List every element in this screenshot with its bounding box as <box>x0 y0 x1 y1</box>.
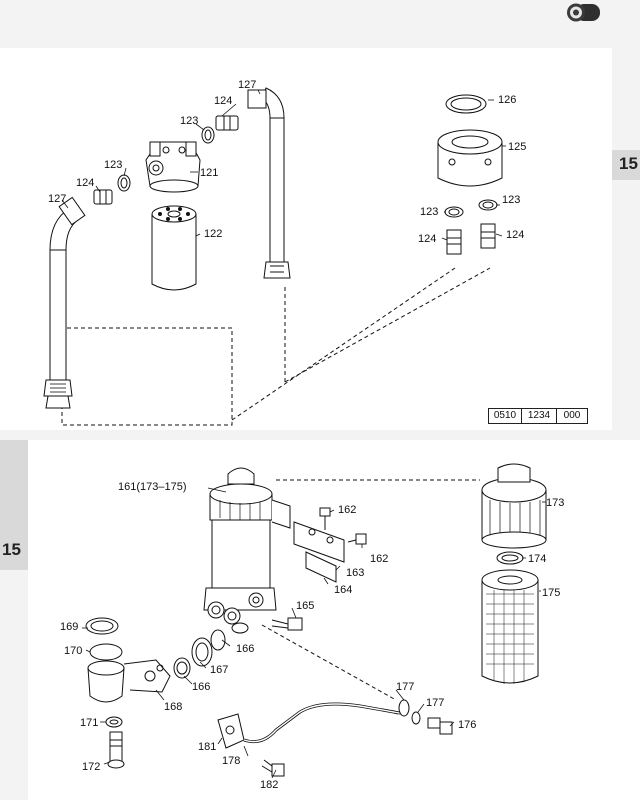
section-tab-top-label: 15 <box>619 154 638 173</box>
callout-124-left: 124 <box>76 177 94 189</box>
ref-part-2: 1234 <box>521 409 556 423</box>
filter-housing-161 <box>203 467 291 634</box>
ref-part-1: 0510 <box>493 410 517 421</box>
callout-163: 163 <box>346 567 364 579</box>
callout-167: 167 <box>210 664 228 676</box>
drain-bowl-168 <box>85 617 171 769</box>
callout-127-top: 127 <box>238 79 256 91</box>
upper-callouts: 127 124 123 123 124 127 121 122 126 125 … <box>48 79 526 245</box>
callout-126: 126 <box>498 94 516 106</box>
callout-166-left: 166 <box>192 681 210 693</box>
callout-168: 168 <box>164 701 182 713</box>
callout-175: 175 <box>542 587 560 599</box>
callout-162-top: 162 <box>338 504 356 516</box>
callout-162-right: 162 <box>370 553 388 565</box>
lower-leader-lines <box>82 487 546 779</box>
left-hose-assembly <box>43 174 131 409</box>
callout-123-top: 123 <box>180 115 198 127</box>
right-hose-assembly <box>201 87 291 279</box>
upper-dashed-routing <box>60 267 491 426</box>
filter-element-175 <box>481 569 539 684</box>
callout-182: 182 <box>260 779 278 791</box>
callout-122: 122 <box>204 228 222 240</box>
lower-callouts: 161(173–175) 162 162 163 164 165 166 167… <box>60 481 564 791</box>
callout-121: 121 <box>200 167 218 179</box>
ref-part-3: 000 <box>556 409 587 423</box>
callout-170: 170 <box>64 645 82 657</box>
callout-181: 181 <box>198 741 216 753</box>
lower-dashed-routing <box>261 479 480 701</box>
upper-exploded-diagram: 127 124 123 123 124 127 121 122 126 125 … <box>43 79 526 426</box>
o-ring-174 <box>496 551 524 565</box>
callout-166-right: 166 <box>236 643 254 655</box>
callout-164: 164 <box>334 584 352 596</box>
upper-diagram-sheet <box>0 48 612 430</box>
callout-171: 171 <box>80 717 98 729</box>
callout-161: 161(173–175) <box>118 481 187 493</box>
filter-cartridge-122 <box>151 205 197 291</box>
drawing-reference-number: 0510 1234 000 <box>488 408 588 424</box>
callout-177-left: 177 <box>396 681 414 693</box>
section-tab-bottom <box>0 440 28 570</box>
callout-177-right: 177 <box>426 697 444 709</box>
upper-leader-lines <box>61 89 506 241</box>
filter-head-121 <box>145 141 201 193</box>
callout-123-adapter-right: 123 <box>502 194 520 206</box>
callout-123-left: 123 <box>104 159 122 171</box>
adapter-125 <box>437 94 503 255</box>
callout-174: 174 <box>528 553 546 565</box>
callout-176: 176 <box>458 719 476 731</box>
callout-165: 165 <box>296 600 314 612</box>
callout-125: 125 <box>508 141 526 153</box>
callout-169: 169 <box>60 621 78 633</box>
section-tab-bottom-label: 15 <box>2 540 21 559</box>
callout-124-adapter-left: 124 <box>418 233 436 245</box>
fuel-line-178 <box>217 699 453 777</box>
bolt-165 <box>271 617 303 631</box>
callout-178: 178 <box>222 755 240 767</box>
callout-172: 172 <box>82 761 100 773</box>
filter-cap-173 <box>481 463 547 549</box>
washers-166-167 <box>173 629 226 679</box>
callout-123-adapter-left: 123 <box>420 206 438 218</box>
bracket-163-164 <box>293 507 367 583</box>
callout-124-adapter-right: 124 <box>506 229 524 241</box>
section-tab-top <box>612 150 640 180</box>
callout-173: 173 <box>546 497 564 509</box>
callout-124-top: 124 <box>214 95 232 107</box>
oil-filter-roll-icon <box>567 3 600 22</box>
callout-127-left: 127 <box>48 193 66 205</box>
